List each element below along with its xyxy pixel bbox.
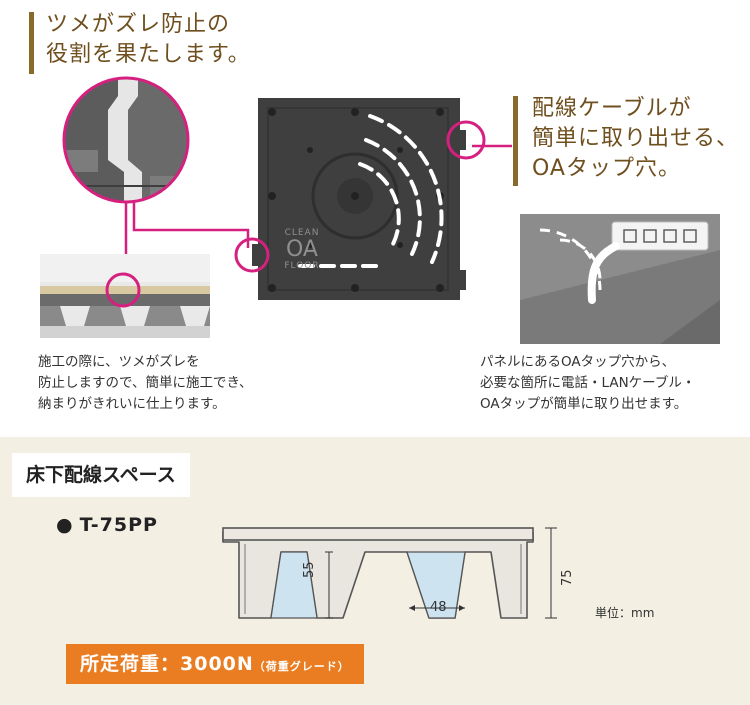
claw-zoom-circle — [62, 76, 190, 204]
dim-total-label: 75 — [560, 569, 575, 586]
model-name: T-75PP — [79, 514, 158, 536]
dim-height-label: 55 — [302, 561, 317, 578]
right-caption-line: OAタップが簡単に取り出せます。 — [480, 396, 688, 412]
oa-panel — [234, 98, 486, 300]
right-heading: 配線ケーブルが 簡単に取り出せる、 OAタップ穴。 — [532, 94, 739, 184]
right-heading-bar — [513, 96, 518, 186]
left-caption-line: 施工の際に、ツメがズレを — [38, 354, 200, 370]
right-caption: パネルにあるOAタップ穴から、 必要な箇所に電話・LANケーブル・ OAタップが… — [480, 352, 695, 415]
oa-tap-photo — [520, 214, 720, 344]
load-rating-label: 所定荷重：3000N — [80, 653, 254, 675]
floor-section-photo — [40, 254, 210, 338]
load-rating-badge: 所定荷重：3000N（荷重グレード） — [66, 644, 364, 684]
left-heading-bar — [29, 12, 34, 74]
left-heading-line: 役割を果たします。 — [46, 42, 251, 67]
dim-width-label: 48 — [430, 600, 447, 615]
right-heading-line: 簡単に取り出せる、 — [532, 126, 740, 151]
right-heading-line: OAタップ穴。 — [532, 156, 681, 181]
section-title: 床下配線スペース — [12, 453, 190, 497]
right-heading-line: 配線ケーブルが — [532, 96, 692, 121]
left-heading-line: ツメがズレ防止の — [46, 12, 231, 37]
panel-brand-bottom: FLOOR — [284, 261, 320, 271]
panel-brand: CLEAN OA FLOOR — [278, 228, 326, 272]
left-heading: ツメがズレ防止の 役割を果たします。 — [46, 10, 251, 70]
left-caption-line: 納まりがきれいに仕上ります。 — [38, 396, 226, 412]
panel-brand-top: CLEAN — [284, 228, 320, 238]
panel-brand-mid: OA — [286, 237, 318, 262]
left-caption-line: 防止しますので、簡単に施工でき、 — [38, 375, 253, 391]
feature-illustrations — [40, 76, 720, 344]
load-rating-note: （荷重グレード） — [253, 660, 350, 673]
right-caption-line: 必要な箇所に電話・LANケーブル・ — [480, 375, 696, 391]
model-bullet: ● — [56, 514, 74, 536]
model-label: ●T-75PP — [56, 514, 158, 536]
right-caption-line: パネルにあるOAタップ穴から、 — [480, 354, 676, 370]
unit-label: 単位：mm — [595, 606, 655, 620]
left-caption: 施工の際に、ツメがズレを 防止しますので、簡単に施工でき、 納まりがきれいに仕上… — [38, 352, 253, 415]
cross-section-drawing — [222, 527, 557, 619]
